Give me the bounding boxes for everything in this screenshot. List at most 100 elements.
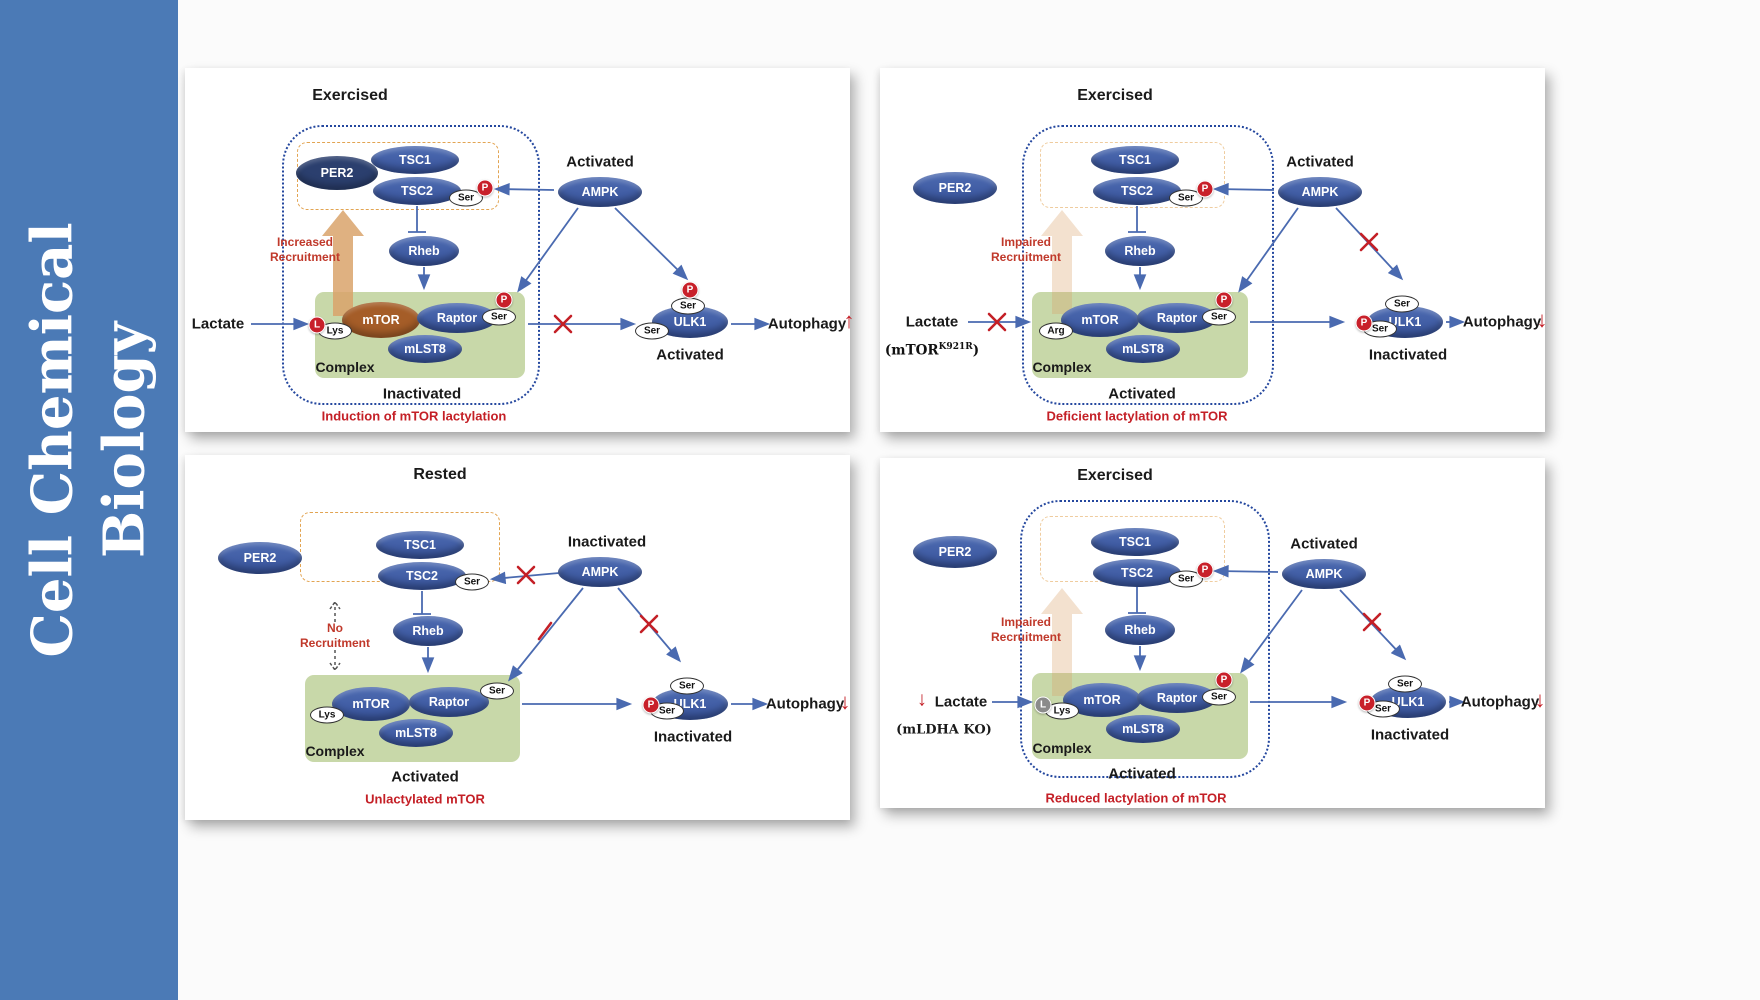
lactyl-badge: L [308,316,326,334]
ulk1-ser-top-site: Ser [671,297,705,315]
inhibition-arrow [1128,206,1146,233]
inhibition-arrow [408,206,426,233]
lactate-label: Lactate [934,693,988,711]
tsc1-node: TSC1 [1091,528,1179,556]
tsc2-phospho-badge: P [1196,561,1214,579]
tsc2-phospho-badge: P [1196,180,1214,198]
signal-arrow [1212,182,1275,196]
pathway-arrows-layer [968,182,1466,332]
mtor-node: mTOR [332,687,410,721]
recruitment-label-line2: Recruitment [299,636,371,650]
complex-label: Complex [1032,740,1092,756]
mlst8-node: mLST8 [1106,715,1180,743]
rheb-node: Rheb [1105,615,1175,645]
autophagy-direction-arrow: ↓ [839,689,851,714]
outer-dotted-boundary [1022,125,1274,405]
raptor-ser-site: Ser [480,682,514,700]
complex-state-label: Activated [1108,385,1176,403]
blocked-x-mark [553,314,573,334]
ulk1-state-label: Inactivated [1370,726,1450,744]
per2-recruitment-box [1040,142,1225,208]
tsc2-ser-site: Ser [455,573,489,591]
raptor-phospho-badge: P [495,291,513,309]
inhibition-arrow [413,591,431,615]
blocked-x-mark [516,565,536,585]
dashed-recruitment-arrow [329,600,341,622]
per2-node: PER2 [913,172,997,204]
recruitment-block-arrow [1041,210,1083,314]
tsc1-node: TSC1 [1091,146,1179,174]
signal-arrow [1339,589,1407,661]
complex-state-label: Activated [391,768,459,786]
signal-arrow [517,207,579,293]
ulk1-state-label: Inactivated [653,728,733,746]
mtor-arg-site: Arg [1039,322,1073,340]
panel-title: Rested [413,466,467,483]
ampk-node: AMPK [1278,177,1362,207]
blocked-slash-mark [537,621,553,641]
recruitment-label-line1: Impaired [1000,615,1052,629]
signal-arrow [1212,564,1279,578]
recruitment-block-arrow [1041,588,1083,696]
tsc2-phospho-badge: P [476,179,494,197]
blocked-x-mark [987,312,1007,332]
recruitment-label-line2: Recruitment [990,630,1062,644]
autophagy-label: Autophagy [765,695,845,713]
pathway-arrows-layer [992,564,1466,709]
figure-caption: Induction of mTOR lactylation [321,408,507,424]
ldha-ko-label: (mLDHA KO) [896,722,992,738]
raptor-ser-site: Ser [1202,308,1236,326]
pathway-arrows-layer [329,565,769,711]
outer-dotted-boundary [1020,500,1270,778]
lactate-down-arrow: ↓ [917,688,927,711]
tsc2-node: TSC2 [378,562,466,590]
tsc2-node: TSC2 [1093,559,1181,587]
ampk-state-label: Activated [566,153,634,171]
figure-caption: Reduced lactylation of mTOR [1045,790,1227,806]
mlst8-node: mLST8 [1106,335,1180,363]
rheb-node: Rheb [1105,236,1175,266]
signal-arrow [1240,589,1303,674]
ulk1-ser-top-site: Ser [1388,675,1422,693]
ulk1-phospho-badge: P [681,281,699,299]
raptor-ser-site: Ser [1202,688,1236,706]
lactate-label: Lactate [905,313,959,331]
outer-dotted-boundary [282,125,540,405]
dashed-recruitment-arrow [329,650,341,672]
ulk1-state-label: Inactivated [1368,346,1448,364]
ampk-state-label: Activated [1286,153,1354,171]
mtor-node: mTOR [1063,683,1141,717]
mtor-mutant-label: (mTORK921R) [885,342,979,359]
mtor-node: mTOR [342,302,420,338]
rheb-node: Rheb [393,616,463,646]
per2-node: PER2 [218,542,302,574]
ampk-state-label: Activated [1290,535,1358,553]
figure-caption: Unlactylated mTOR [365,791,485,807]
pathway-arrows-layer [251,182,771,334]
ampk-node: AMPK [558,557,642,587]
blocked-x-mark [639,614,659,634]
tsc2-node: TSC2 [373,177,461,205]
ulk1-phospho-badge: P [1358,694,1376,712]
mtor-node: mTOR [1061,303,1139,337]
journal-sidebar: Cell Chemical Biology [0,0,178,1000]
mutant-label-part: K921R [938,341,973,352]
rheb-node: Rheb [389,236,459,266]
signal-arrow [508,587,584,682]
signal-arrow [1238,207,1299,293]
ulk1-ser-top-site: Ser [1385,295,1419,313]
ampk-node: AMPK [558,177,642,207]
recruitment-label-line2: Recruitment [990,250,1062,264]
mtor-lys-site: Lys [310,706,344,724]
journal-title: Cell Chemical Biology [17,222,160,657]
per2-node: PER2 [913,536,997,568]
ulk1-ser-left-site: Ser [635,322,669,340]
recruitment-label-line1: No [326,621,343,635]
raptor-phospho-badge: P [1215,671,1233,689]
autophagy-direction-arrow: ↑ [843,308,855,333]
ulk1-phospho-badge: P [1355,314,1373,332]
